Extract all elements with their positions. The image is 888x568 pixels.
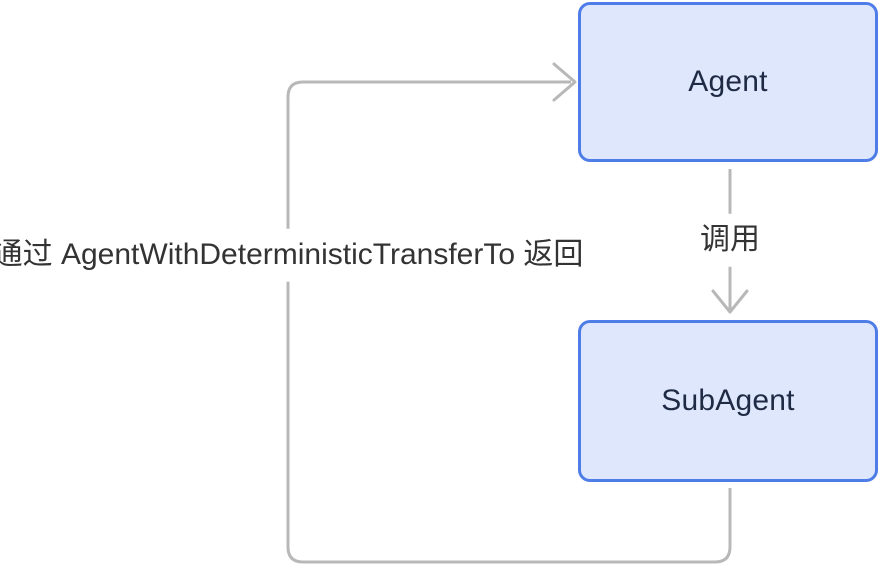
node-subagent-label: SubAgent [661, 384, 795, 417]
arrowhead-down-icon [711, 289, 749, 314]
node-agent: Agent [578, 2, 878, 162]
node-agent-label: Agent [688, 65, 768, 98]
arrowhead-right-icon [552, 62, 577, 102]
edge-label-return-text: 通过 AgentWithDeterministicTransferTo 返回 [0, 237, 584, 271]
edge-label-call: 调用 [694, 213, 766, 267]
edge-label-return: 通过 AgentWithDeterministicTransferTo 返回 [0, 228, 590, 282]
node-subagent: SubAgent [578, 320, 878, 482]
edge-label-call-text: 调用 [700, 222, 760, 256]
